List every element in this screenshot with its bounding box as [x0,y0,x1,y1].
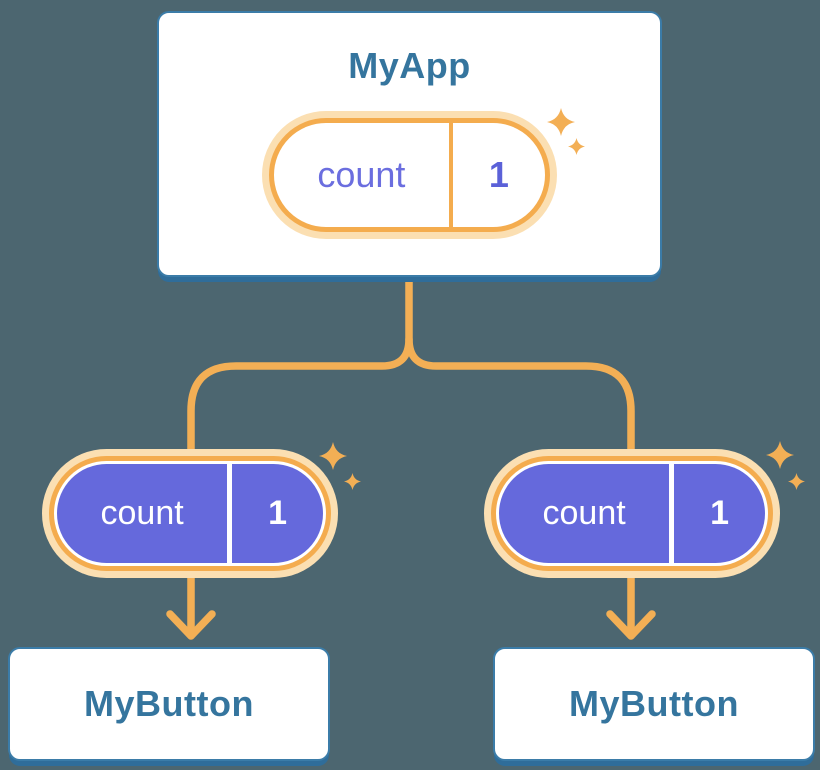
mybutton-title: MyButton [569,683,739,724]
left-state-value-cell: 1 [232,464,323,563]
state-name-label: count [317,154,406,195]
pill-divider [669,464,675,563]
connector-branch-left [187,277,413,472]
sparkle-icon [344,473,361,490]
right-state-value-cell: 1 [674,464,765,563]
left-state-name-cell: count [57,464,227,563]
left-child-state-pill: count 1 [42,449,338,578]
root-state-value-cell: 1 [453,123,545,227]
sparkle-icon [788,473,805,490]
state-name-label: count [542,494,626,532]
state-name-label: count [100,494,184,532]
mybutton-card-left: MyButton [8,647,330,761]
state-value-label: 1 [268,494,288,532]
pill-divider [448,123,453,227]
right-child-state-pill: count 1 [484,449,780,578]
pill-divider [227,464,233,563]
right-child-state-pill-body: count 1 [491,456,773,571]
mybutton-card-right: MyButton [493,647,815,761]
state-value-label: 1 [710,494,730,532]
root-state-pill: count 1 [262,111,557,239]
left-child-state-pill-body: count 1 [49,456,331,571]
sparkle-icon [547,108,575,136]
sparkle-icon [568,138,585,155]
root-state-name-cell: count [274,123,449,227]
right-child-state-pill-fill: count 1 [499,464,765,563]
sparkle-icon [766,441,794,469]
root-state-pill-body: count 1 [269,118,550,232]
sparkle-icon [319,442,347,470]
right-state-name-cell: count [499,464,669,563]
myapp-title: MyApp [348,45,471,86]
left-child-state-pill-fill: count 1 [57,464,323,563]
state-value-label: 1 [488,154,509,195]
connector-branch-right [405,335,635,472]
mybutton-title: MyButton [84,683,254,724]
